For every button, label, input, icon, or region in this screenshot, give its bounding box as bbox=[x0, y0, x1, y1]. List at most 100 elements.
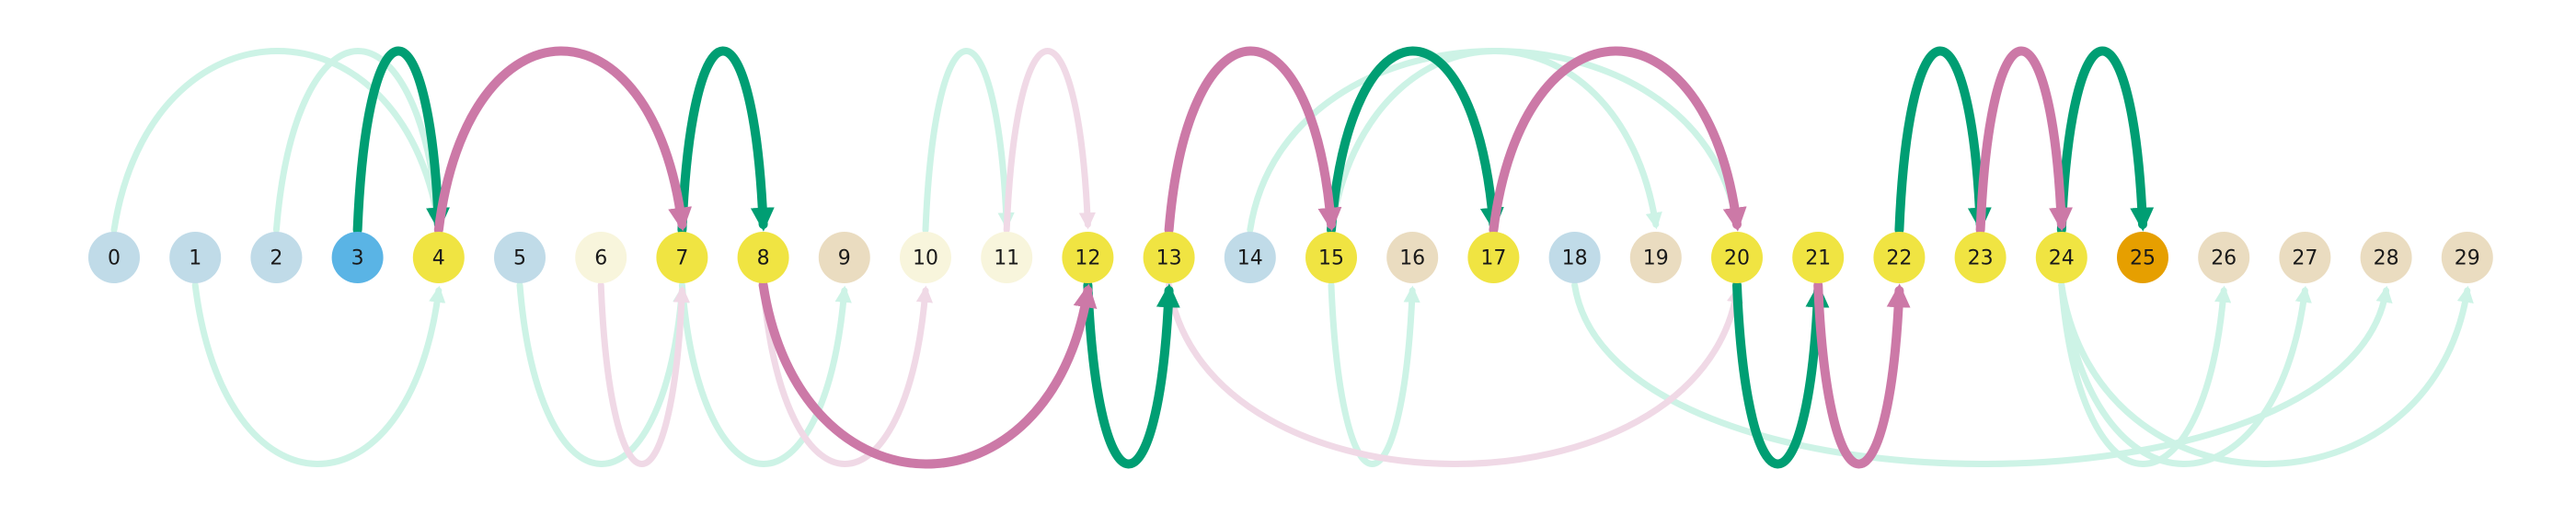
node-9: 9 bbox=[818, 232, 870, 283]
node-circle bbox=[2441, 232, 2493, 283]
node-circle bbox=[900, 232, 951, 283]
node-label: 5 bbox=[513, 247, 526, 270]
node-1: 1 bbox=[169, 232, 222, 283]
node-24: 24 bbox=[2035, 232, 2087, 283]
edge-24-to-26 bbox=[2058, 281, 2232, 467]
node-15: 15 bbox=[1305, 232, 1357, 283]
node-circle bbox=[412, 232, 465, 283]
node-2: 2 bbox=[250, 232, 303, 283]
node-circle bbox=[1467, 232, 1520, 283]
edge-7-to-9 bbox=[678, 281, 852, 467]
edge-13-to-15 bbox=[1164, 46, 1342, 235]
node-13: 13 bbox=[1143, 232, 1195, 283]
node-4: 4 bbox=[412, 232, 465, 283]
node-label: 0 bbox=[108, 247, 121, 270]
node-circle bbox=[737, 232, 789, 283]
node-label: 23 bbox=[1968, 247, 1994, 270]
edge-24-to-25 bbox=[2056, 46, 2155, 235]
node-label: 18 bbox=[1562, 247, 1588, 270]
node-label: 10 bbox=[913, 247, 938, 270]
node-label: 24 bbox=[2049, 247, 2075, 270]
edge-1-to-4 bbox=[191, 281, 446, 467]
node-label: 4 bbox=[432, 247, 445, 270]
node-18: 18 bbox=[1548, 232, 1601, 283]
node-label: 15 bbox=[1318, 247, 1344, 270]
edge-24-to-27 bbox=[2058, 281, 2312, 467]
node-label: 12 bbox=[1075, 247, 1100, 270]
node-6: 6 bbox=[575, 232, 627, 283]
node-circle bbox=[250, 232, 303, 283]
edge-7-to-8 bbox=[677, 46, 775, 235]
node-label: 8 bbox=[757, 247, 770, 270]
edge-2-to-4 bbox=[272, 48, 446, 234]
node-label: 27 bbox=[2292, 247, 2317, 270]
edge-24-to-29 bbox=[2058, 281, 2474, 467]
edges-layer bbox=[110, 46, 2474, 469]
node-14: 14 bbox=[1224, 232, 1276, 283]
node-circle bbox=[1386, 232, 1439, 283]
edge-3-to-4 bbox=[352, 46, 451, 235]
node-20: 20 bbox=[1711, 232, 1763, 283]
node-circle bbox=[1224, 232, 1276, 283]
node-circle bbox=[1143, 232, 1195, 283]
node-circle bbox=[1711, 232, 1763, 283]
edge-8-to-10 bbox=[760, 281, 933, 467]
edge-15-to-17 bbox=[1327, 46, 1504, 235]
edge-11-to-12 bbox=[1003, 48, 1096, 234]
node-circle bbox=[2360, 232, 2412, 283]
edge-18-to-28 bbox=[1571, 281, 2393, 467]
node-circle bbox=[169, 232, 222, 283]
node-27: 27 bbox=[2279, 232, 2331, 283]
edge-15-to-16 bbox=[1328, 281, 1420, 467]
node-label: 9 bbox=[838, 247, 851, 270]
node-circle bbox=[88, 232, 140, 283]
node-17: 17 bbox=[1467, 232, 1520, 283]
node-label: 19 bbox=[1643, 247, 1669, 270]
node-circle bbox=[1873, 232, 1926, 283]
node-5: 5 bbox=[494, 232, 546, 283]
node-circle bbox=[656, 232, 708, 283]
node-label: 25 bbox=[2130, 247, 2156, 270]
node-label: 1 bbox=[189, 247, 201, 270]
node-label: 2 bbox=[270, 247, 282, 270]
edge-23-to-24 bbox=[1975, 46, 2074, 235]
edge-5-to-7 bbox=[516, 281, 690, 467]
node-19: 19 bbox=[1629, 232, 1682, 283]
edge-4-to-7 bbox=[433, 46, 693, 235]
node-23: 23 bbox=[1954, 232, 2007, 283]
node-label: 6 bbox=[594, 247, 607, 270]
node-circle bbox=[1548, 232, 1601, 283]
node-circle bbox=[1305, 232, 1357, 283]
node-label: 20 bbox=[1724, 247, 1750, 270]
edge-0-to-4 bbox=[110, 48, 445, 234]
node-8: 8 bbox=[737, 232, 789, 283]
edge-6-to-7 bbox=[597, 281, 690, 467]
edge-20-to-21 bbox=[1732, 280, 1830, 469]
node-12: 12 bbox=[1062, 232, 1114, 283]
edge-12-to-13 bbox=[1083, 280, 1180, 469]
node-circle bbox=[494, 232, 546, 283]
node-label: 29 bbox=[2455, 247, 2480, 270]
node-16: 16 bbox=[1386, 232, 1439, 283]
node-label: 14 bbox=[1237, 247, 1263, 270]
node-label: 3 bbox=[351, 247, 364, 270]
node-circle bbox=[331, 232, 384, 283]
node-10: 10 bbox=[900, 232, 951, 283]
node-label: 28 bbox=[2374, 247, 2399, 270]
node-circle bbox=[2035, 232, 2087, 283]
node-circle bbox=[1629, 232, 1682, 283]
node-26: 26 bbox=[2198, 232, 2250, 283]
node-circle bbox=[2117, 232, 2168, 283]
edge-13-to-20 bbox=[1166, 281, 1743, 467]
node-circle bbox=[2198, 232, 2250, 283]
node-11: 11 bbox=[981, 232, 1033, 283]
node-circle bbox=[2279, 232, 2331, 283]
node-label: 17 bbox=[1480, 247, 1506, 270]
node-label: 16 bbox=[1399, 247, 1425, 270]
node-0: 0 bbox=[88, 232, 140, 283]
edge-22-to-23 bbox=[1894, 46, 1992, 235]
edge-10-to-11 bbox=[922, 48, 1015, 234]
node-25: 25 bbox=[2117, 232, 2168, 283]
